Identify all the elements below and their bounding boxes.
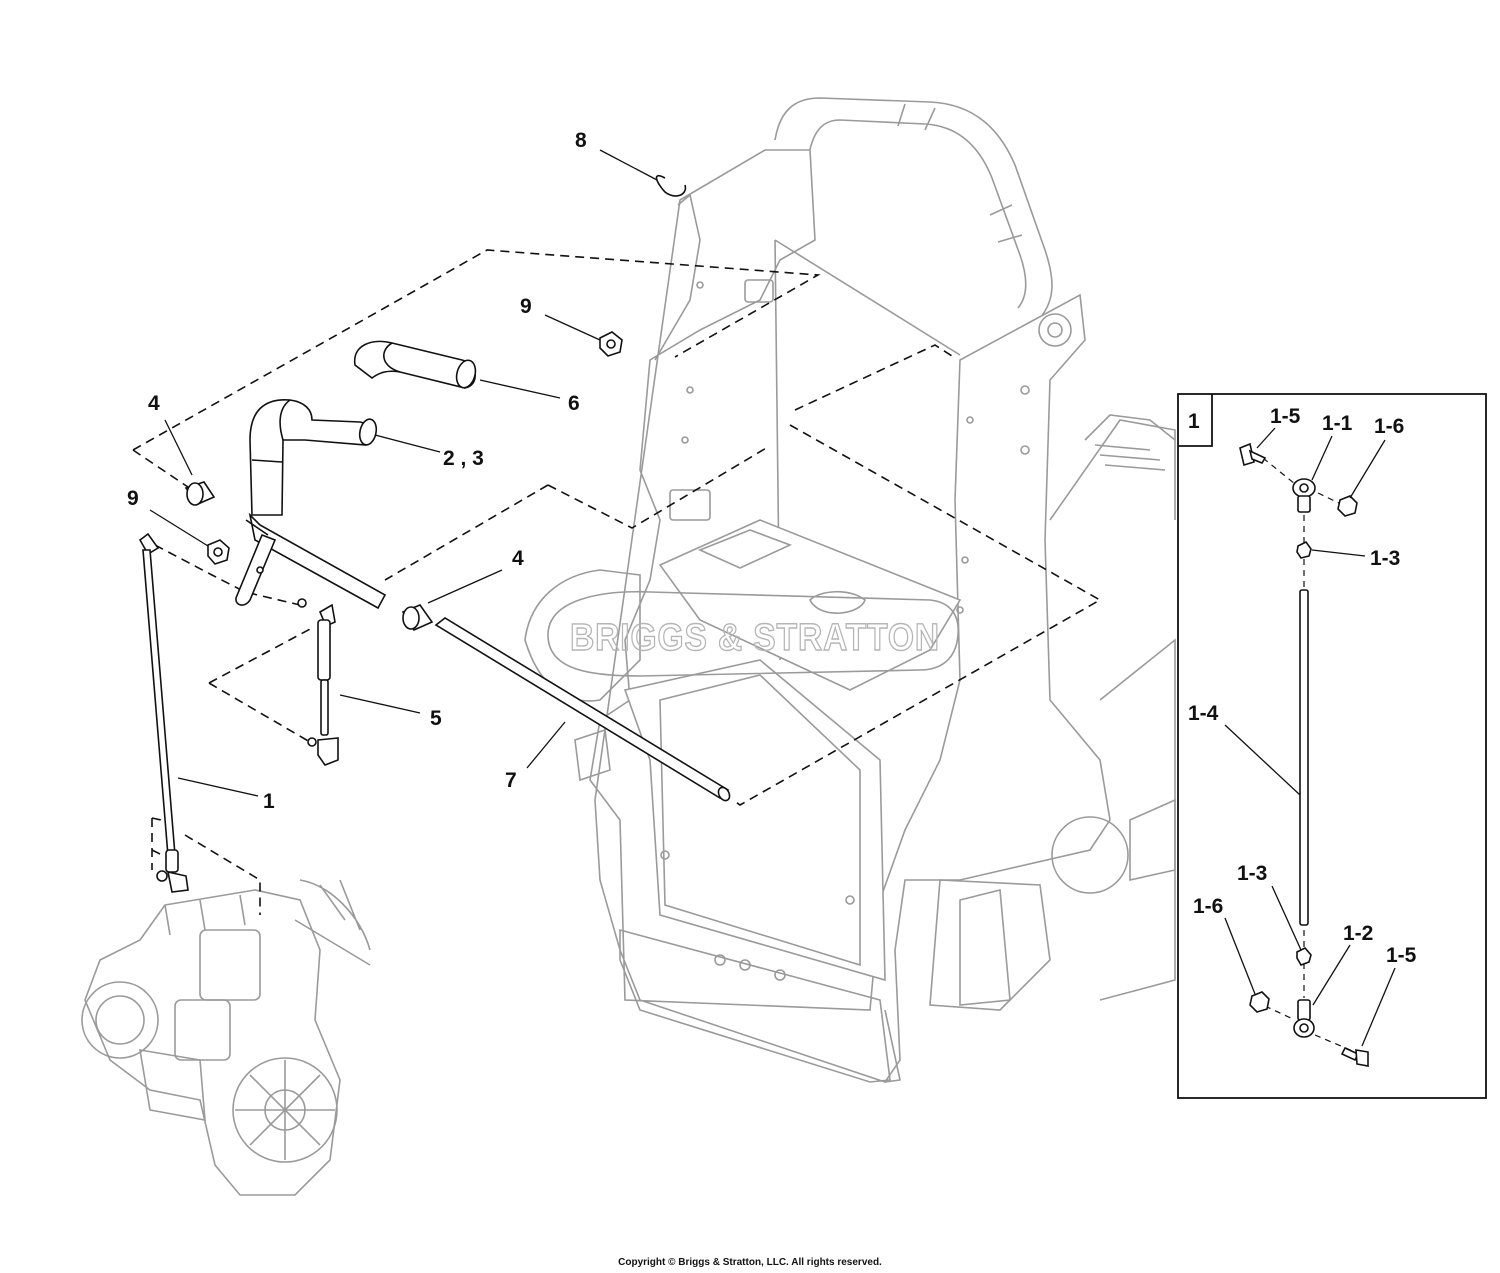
part-8-e-clip: [655, 175, 687, 197]
inset-label-1-3-lower: 1-3: [1237, 862, 1267, 885]
part-6-right-handle-lever: [354, 340, 477, 389]
callout-9-upper: 9: [520, 295, 532, 318]
inset-label-1-4: 1-4: [1188, 702, 1219, 725]
briggs-stratton-watermark: BRIGGS & STRATTON: [547, 590, 959, 677]
inset-rod-end-top: [1292, 478, 1316, 513]
part-4-bushing-lower: [401, 604, 434, 632]
inset-nut-bottom: [1249, 991, 1270, 1013]
leader-lines: [149, 149, 658, 797]
copyright-footer: Copyright © Briggs & Stratton, LLC. All …: [618, 1257, 882, 1268]
inset-label-1-3-upper: 1-3: [1370, 547, 1400, 570]
part-1-linkage-rod: [138, 532, 189, 893]
inset-number: 1: [1188, 410, 1200, 433]
part-9-nut-left: [207, 539, 230, 565]
inset-label-1-1: 1-1: [1322, 412, 1353, 435]
part-9-nut-upper: [599, 331, 623, 357]
callout-6: 6: [568, 392, 580, 415]
transmission-ghost: [81, 879, 371, 1196]
inset-label-1-5-top: 1-5: [1270, 405, 1301, 428]
callout-9-left: 9: [127, 487, 139, 510]
inset-nut-top: [1337, 495, 1358, 517]
inset-jam-nut-upper: [1296, 540, 1312, 559]
inset-label-1-6-bottom: 1-6: [1193, 895, 1223, 918]
inset-label-1-2: 1-2: [1343, 922, 1373, 945]
callout-labels: 8 9 6 2 , 3 4 9 4 5 7 1: [127, 129, 587, 813]
callout-2-3: 2 , 3: [443, 447, 484, 470]
inset-bolt-top: [1239, 442, 1267, 467]
inset-rod-end-bottom: [1293, 999, 1315, 1038]
inset-label-1-6-top: 1-6: [1374, 415, 1404, 438]
inset-detail-part-1: 1: [1177, 393, 1487, 1099]
callout-7: 7: [505, 769, 517, 792]
handle-mount-bracket: [235, 533, 277, 606]
callout-5: 5: [430, 707, 442, 730]
callout-4-lower: 4: [512, 547, 524, 570]
part-7-control-rod: [434, 617, 731, 802]
part-2-3-left-handle-lever: [245, 399, 387, 610]
callout-4-upper: 4: [148, 392, 160, 415]
inset-label-1-5-bottom: 1-5: [1386, 944, 1417, 967]
chassis-frame-ghost: [524, 97, 1176, 1083]
part-4-bushing-upper: [184, 481, 216, 506]
callout-1: 1: [263, 790, 275, 813]
inset-threaded-rod: [1299, 589, 1309, 926]
part-5-damper-shock: [297, 598, 339, 766]
callout-8: 8: [575, 129, 587, 152]
watermark-text: BRIGGS & STRATTON: [570, 617, 940, 659]
inset-jam-nut-lower: [1296, 947, 1312, 966]
inset-bolt-bottom: [1340, 1046, 1369, 1067]
